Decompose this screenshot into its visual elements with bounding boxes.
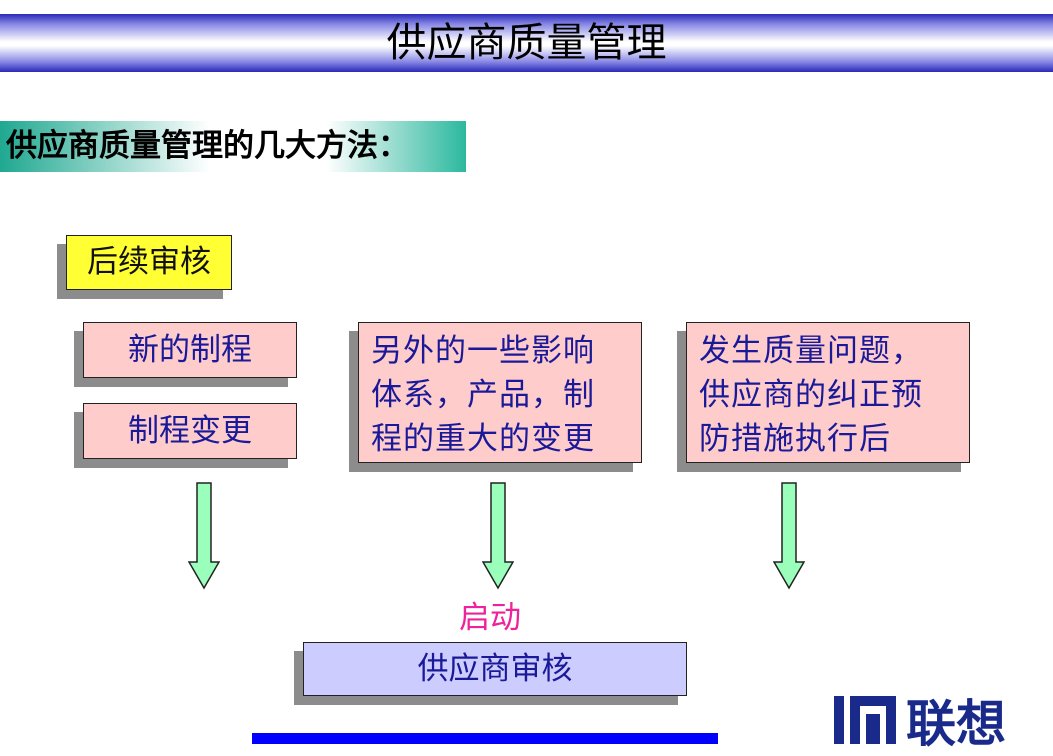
box-quality-issue-line-1: 发生质量问题，	[699, 333, 923, 369]
down-arrow-icon	[773, 482, 805, 590]
logo-text: 联想	[906, 695, 1006, 753]
trigger-label: 启动	[459, 600, 521, 636]
subtitle-band	[0, 121, 466, 172]
box-other-changes-line-3: 程的重大的变更	[371, 421, 595, 457]
box-quality-issue-line-2: 供应商的纠正预	[699, 377, 923, 413]
down-arrow-icon	[482, 482, 514, 590]
down-arrow-icon	[188, 482, 220, 590]
title-bar	[0, 14, 1053, 72]
box-other-changes: 另外的一些影响 体系，产品，制 程的重大的变更	[358, 322, 642, 463]
box-new-process: 新的制程	[83, 322, 297, 378]
lenovo-legend-logo-icon	[834, 696, 896, 744]
box-other-changes-line-1: 另外的一些影响	[371, 333, 595, 369]
box-other-changes-line-2: 体系，产品，制	[371, 377, 595, 413]
lenovo-logo: 联想	[832, 688, 1047, 753]
box-process-change: 制程变更	[83, 403, 297, 459]
page-title: 供应商质量管理	[386, 20, 667, 66]
box-quality-issue-line-3: 防措施执行后	[699, 421, 891, 457]
subtitle: 供应商质量管理的几大方法：	[6, 128, 409, 164]
box-quality-issue: 发生质量问题， 供应商的纠正预 防措施执行后	[686, 322, 970, 463]
bottom-bar	[252, 733, 718, 744]
box-supplier-audit: 供应商审核	[303, 642, 687, 696]
section-label-follow-up-audit: 后续审核	[66, 235, 232, 290]
